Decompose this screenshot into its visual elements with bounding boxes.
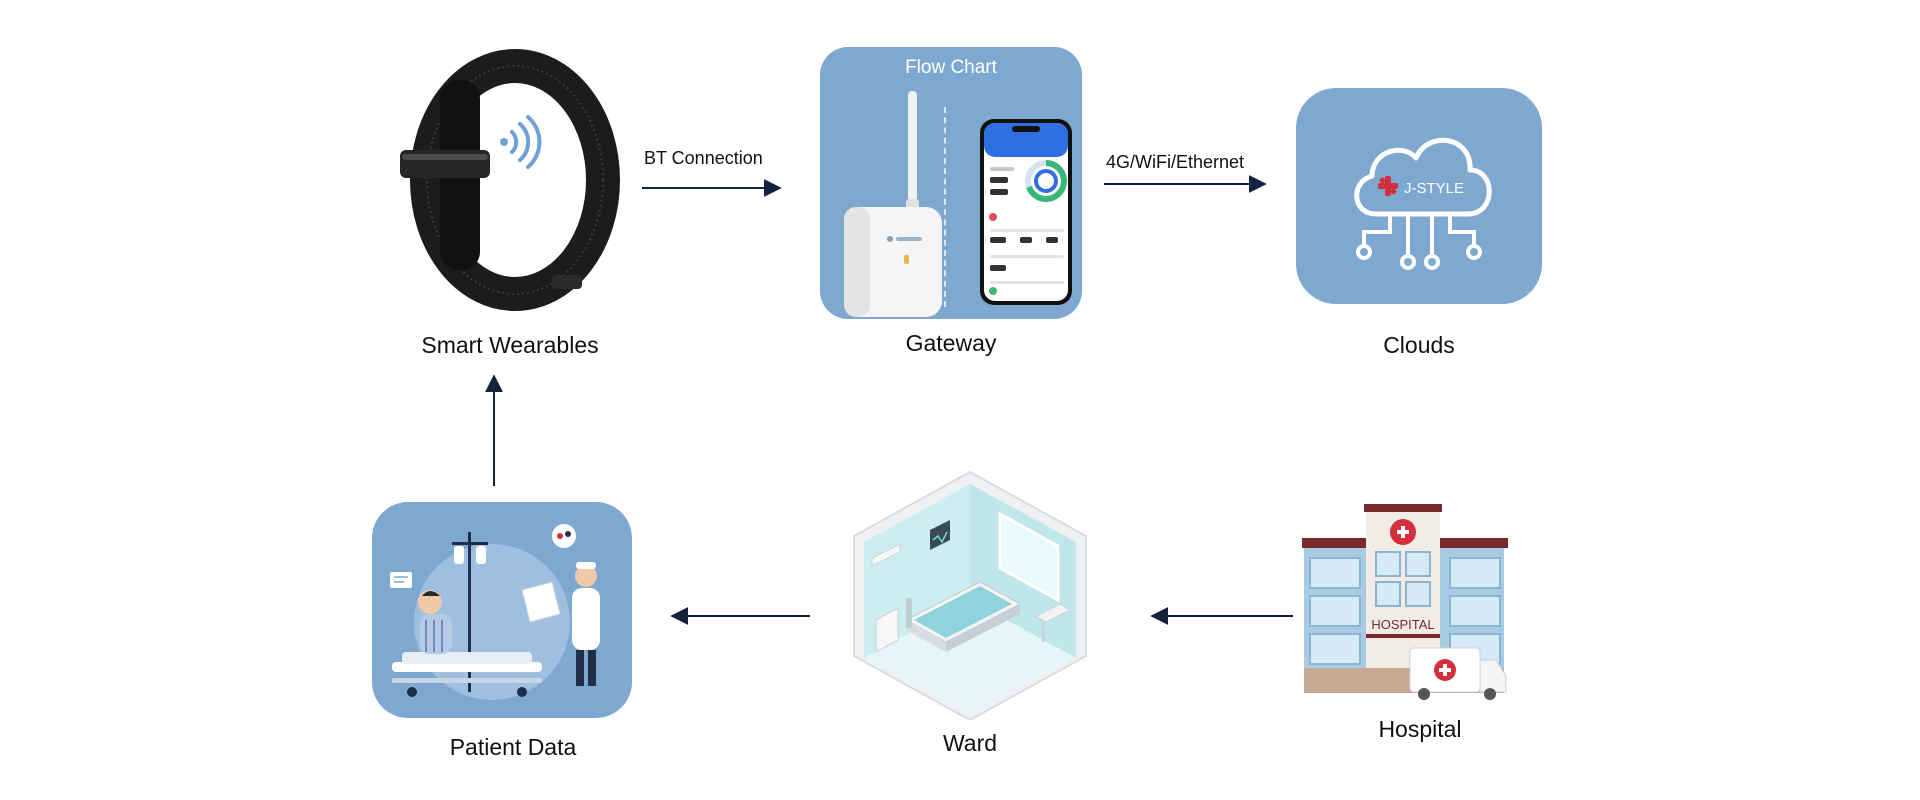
gateway-label: Gateway — [905, 330, 997, 356]
gateway-tile: Flow Chart — [820, 47, 1082, 319]
hospital-sign-text: HOSPITAL — [1371, 617, 1434, 632]
ward-label: Ward — [942, 730, 998, 756]
bt-connection-label: BT Connection — [644, 148, 763, 168]
smart-wearables-label: Smart Wearables — [421, 332, 599, 358]
patient-care-image — [390, 524, 600, 700]
network-connection-label: 4G/WiFi/Ethernet — [1106, 152, 1245, 172]
cloud-brand-text: J-STYLE — [1404, 180, 1464, 197]
hospital-label: Hospital — [1378, 716, 1462, 742]
patient-data-label: Patient Data — [449, 734, 577, 760]
hospital-to-ward-arrow — [1150, 607, 1293, 625]
smart-wearables-node — [380, 40, 620, 320]
patient-data-tile — [372, 502, 632, 718]
patient-to-wearables-arrow — [485, 374, 503, 486]
flow-chart-title: Flow Chart — [905, 57, 997, 78]
ward-to-patient-arrow — [670, 607, 810, 625]
hospital-node: HOSPITAL — [1300, 500, 1510, 700]
cloud-network-icon: J-STYLE — [1354, 137, 1492, 270]
smart-band-image — [400, 49, 620, 311]
phone-app-image — [980, 119, 1072, 305]
divider-dashed — [944, 107, 946, 307]
hospital-building-image: HOSPITAL — [1302, 504, 1508, 700]
ward-room-image — [853, 470, 1087, 722]
clouds-label: Clouds — [1383, 332, 1455, 358]
network-connection-arrow — [1104, 175, 1267, 193]
wireless-signal-icon — [500, 115, 542, 169]
gateway-device-image — [844, 91, 942, 317]
bt-connection-arrow — [642, 179, 782, 197]
clouds-tile: J-STYLE — [1296, 88, 1542, 304]
ward-node — [850, 470, 1090, 722]
